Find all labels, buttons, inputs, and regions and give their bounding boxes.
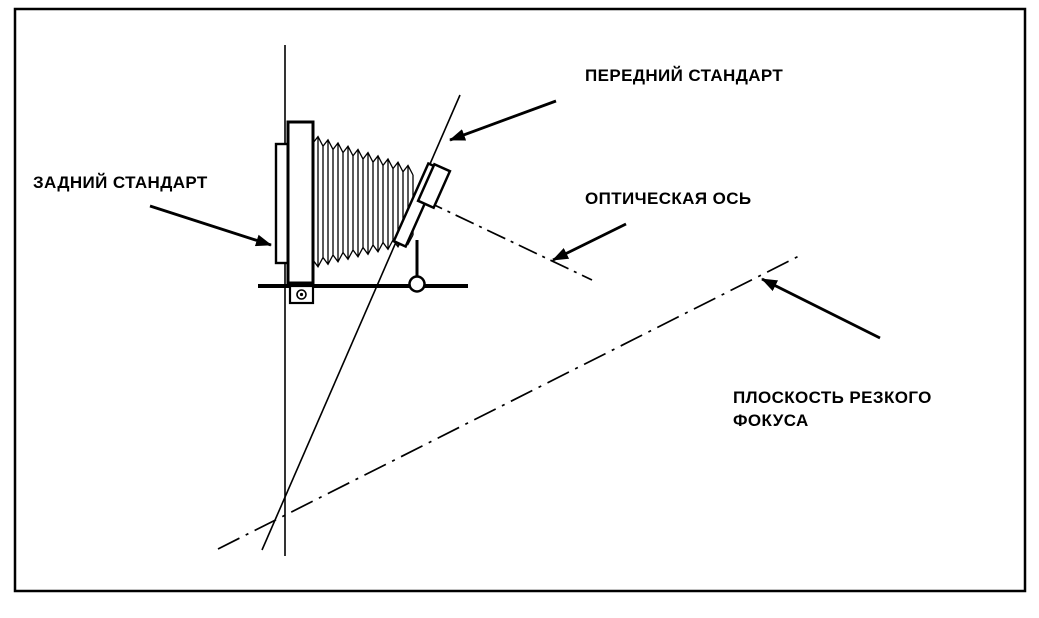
rear-standard-back xyxy=(274,142,290,265)
rail-foot-screw-dot xyxy=(299,292,304,297)
lens-board xyxy=(416,162,452,210)
tilt-knob xyxy=(408,275,426,293)
pointer-arrows xyxy=(149,99,881,340)
rear-standard-frame xyxy=(286,120,315,285)
camera-body xyxy=(258,120,468,305)
optical-axis-arrow xyxy=(552,222,627,262)
focus-plane-arrow xyxy=(761,277,881,340)
rear-standard-arrow xyxy=(149,204,272,247)
focus-plane-label: ПЛОСКОСТЬ РЕЗКОГО ФОКУСА xyxy=(733,388,932,430)
front-standard-arrow xyxy=(449,99,557,142)
diagram-border xyxy=(13,7,1027,593)
focus-plane-line xyxy=(217,253,804,550)
rear-standard-label: ЗАДНИЙ СТАНДАРТ xyxy=(33,173,208,192)
front-standard-label: ПЕРЕДНИЙ СТАНДАРТ xyxy=(585,66,784,85)
optical-axis-line xyxy=(423,199,593,281)
optical-axis-label: ОПТИЧЕСКАЯ ОСЬ xyxy=(585,189,752,208)
